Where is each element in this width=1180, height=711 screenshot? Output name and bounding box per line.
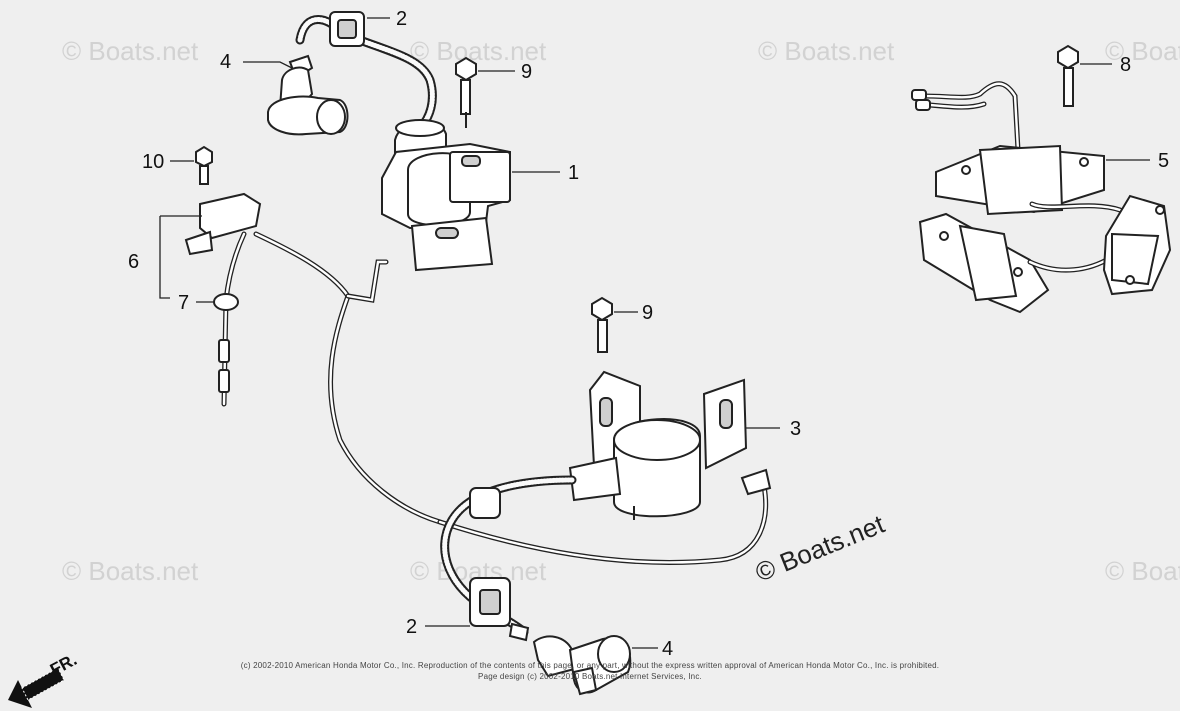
callout-2-bottom: 2	[406, 616, 417, 638]
watermark-text: © Boats.net	[62, 556, 199, 586]
charge-coil	[911, 81, 1172, 314]
bolt-top	[455, 56, 515, 115]
watermark-text: © Boats.net	[1105, 36, 1180, 66]
callout-9-mid: 9	[642, 302, 653, 324]
callout-9-top: 9	[521, 61, 532, 83]
watermark-text: © Boats.net	[410, 36, 547, 66]
grommet-bottom	[425, 577, 511, 627]
ignition-coil-top	[381, 112, 560, 272]
front-direction-arrow	[8, 667, 65, 708]
callout-6: 6	[128, 251, 139, 273]
bolt-part-10	[170, 145, 213, 185]
watermark-text: © Boats.net	[62, 36, 199, 66]
watermark-text: © Boats.net	[1105, 556, 1180, 586]
callout-4-bottom: 4	[662, 638, 673, 660]
grommet-top	[329, 11, 390, 47]
callout-8: 8	[1120, 54, 1131, 76]
copyright-line-1: (c) 2002-2010 American Honda Motor Co., …	[240, 661, 940, 670]
boats-net-watermark: © Boats.net	[751, 508, 889, 587]
watermark-layer: © Boats.net © Boats.net © Boats.net © Bo…	[62, 36, 1180, 586]
callout-3: 3	[790, 418, 801, 440]
callout-4-top: 4	[220, 51, 231, 73]
callout-2-top: 2	[396, 8, 407, 30]
watermark-text: © Boats.net	[758, 36, 895, 66]
stop-switch-connector	[159, 192, 262, 299]
bolt-part-8	[1057, 44, 1112, 107]
copyright-line-2: Page design (c) 2002-2010 Boats.net Inte…	[478, 672, 702, 681]
bolt-mid	[591, 296, 638, 353]
ignition-coil-bottom	[568, 370, 780, 520]
spark-plug-cap-top	[243, 54, 349, 136]
callout-7: 7	[178, 292, 189, 314]
callout-10: 10	[142, 151, 164, 173]
callout-5: 5	[1158, 150, 1169, 172]
spark-plug-cap-bottom	[508, 622, 658, 696]
callout-1: 1	[568, 162, 579, 184]
ground-lead	[196, 231, 247, 407]
